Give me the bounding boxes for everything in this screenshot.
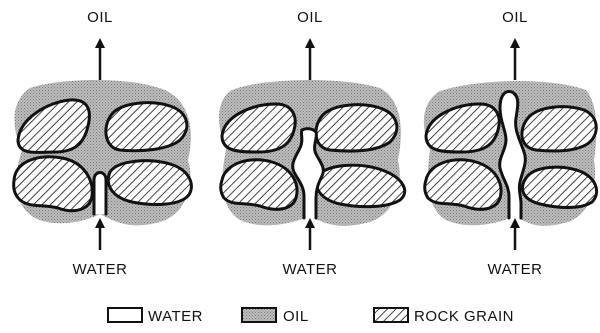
legend-water-label: WATER (148, 308, 203, 325)
panel-2-water-label: WATER (283, 261, 338, 278)
panel-3-water-label: WATER (488, 261, 543, 278)
legend-rock-grain-item: ROCK GRAIN (374, 308, 514, 325)
panel-2-oil-label: OIL (297, 9, 323, 26)
panel-3-oil-label: OIL (502, 9, 528, 26)
panel-3-water-arrow (510, 218, 520, 250)
panel-3: OIL WATER (424, 9, 597, 278)
legend-oil-label: OIL (283, 308, 309, 325)
panel-1-water-front (94, 173, 106, 215)
legend: WATER OIL ROCK GRAIN (108, 308, 514, 325)
panel-1-water-arrow (95, 218, 105, 250)
panel-3-rock-grain-upper-right (522, 107, 596, 151)
panel-2-rock-grain-lower-left (221, 160, 297, 210)
panel-1-rock-grain-lower-left (14, 157, 93, 211)
legend-water-swatch (108, 308, 142, 322)
legend-oil-swatch (242, 308, 276, 322)
panel-1-rock-grain-lower-right (108, 161, 191, 205)
legend-rock-grain-label: ROCK GRAIN (414, 308, 514, 325)
panel-2-oil-arrow (305, 38, 315, 80)
legend-rock-grain-swatch (374, 308, 408, 322)
panel-2: OIL WATER (219, 9, 405, 278)
legend-oil-item: OIL (242, 308, 309, 325)
panel-2-rock-grain-upper-right (316, 105, 397, 151)
panel-1: OIL WATER (14, 9, 192, 278)
panel-1-water-label: WATER (73, 261, 128, 278)
legend-water-item: WATER (108, 308, 203, 325)
panel-3-rock-grain-lower-left (425, 160, 501, 210)
panel-1-oil-arrow (95, 38, 105, 80)
panel-1-rock-grain-upper-right (106, 103, 187, 151)
panel-1-oil-label: OIL (87, 9, 113, 26)
panel-2-water-arrow (305, 218, 315, 250)
panel-3-oil-arrow (510, 38, 520, 80)
panel-3-rock-grain-lower-right (522, 167, 596, 207)
